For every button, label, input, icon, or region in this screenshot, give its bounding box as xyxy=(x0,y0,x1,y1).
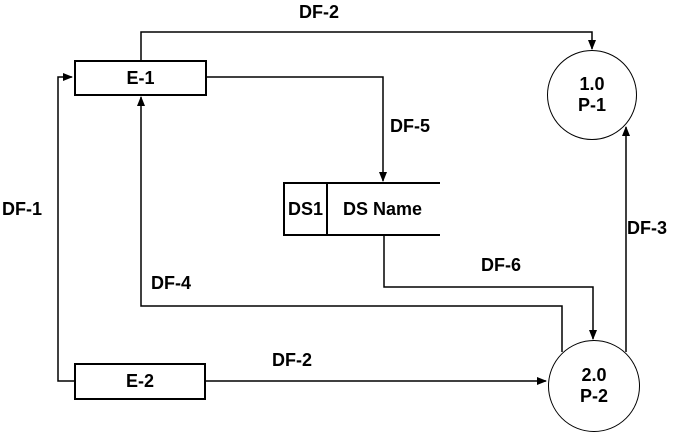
flow-label-df6: DF-6 xyxy=(481,255,521,275)
flow-line-df5 xyxy=(207,76,387,182)
entity-e1-label: E-1 xyxy=(126,67,155,88)
entity-e2: E-2 xyxy=(74,363,206,400)
flow-label-df3: DF-3 xyxy=(627,218,667,238)
flow-label-df2-bottom: DF-2 xyxy=(272,350,312,370)
entity-e1: E-1 xyxy=(74,60,207,96)
process-p2-name: P-2 xyxy=(579,386,608,406)
process-p2-number: 2.0 xyxy=(581,365,607,385)
flow-line-df2-top xyxy=(140,31,596,60)
data-store-id: DS1 xyxy=(283,184,328,234)
flow-label-df4: DF-4 xyxy=(151,273,191,293)
flow-label-df1: DF-1 xyxy=(2,199,42,219)
process-p1-number: 1.0 xyxy=(579,74,605,94)
entity-e2-label: E-2 xyxy=(125,371,154,391)
process-p1-name: P-1 xyxy=(577,95,606,115)
flow-line-df6 xyxy=(383,236,597,340)
flow-line-df4 xyxy=(137,96,563,352)
flow-label-df5: DF-5 xyxy=(390,116,430,136)
flow-label-df2-top: DF-2 xyxy=(299,2,339,22)
data-store-name: DS Name xyxy=(343,198,423,219)
flow-line-df1 xyxy=(57,73,74,382)
data-store: DS1 DS Name xyxy=(283,182,440,236)
process-p1: 1.0 P-1 xyxy=(547,50,637,140)
process-p2: 2.0 P-2 xyxy=(548,340,640,432)
